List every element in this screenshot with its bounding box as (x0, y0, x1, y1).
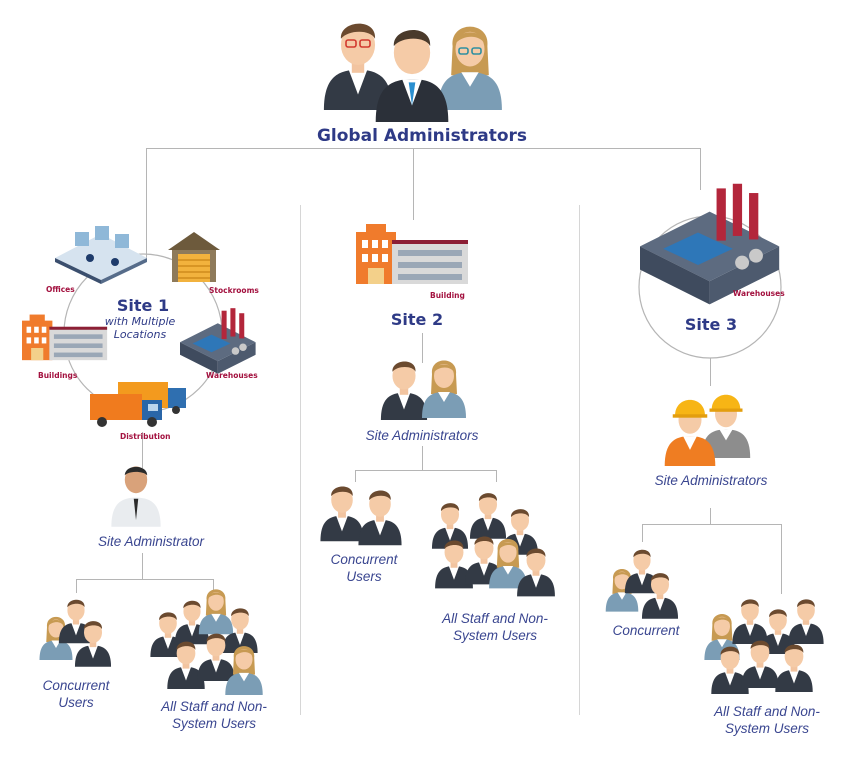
distribution-trucks-icon (90, 382, 186, 427)
site2-location-label: Building (430, 291, 465, 300)
site2-concurrent-users-icon (320, 486, 402, 546)
location-label-warehouses: Warehouses (206, 371, 258, 380)
site3-branch-left (642, 524, 643, 542)
site1-title: Site 1 (116, 296, 170, 315)
stockrooms-icon (168, 232, 220, 282)
global-connector-h (146, 148, 700, 149)
site3-warehouses-icon (640, 183, 780, 305)
global-administrators-title: Global Administrators (316, 126, 528, 146)
site2-branch-v (422, 446, 423, 470)
buildings-icon (22, 314, 108, 361)
site3-all-staff-label: All Staff and Non-System Users (714, 704, 820, 736)
site2-title: Site 2 (390, 310, 444, 329)
global-connector-site3 (700, 148, 701, 190)
site3-administrators-label: Site Administrators (654, 473, 768, 488)
offices-icon (55, 226, 147, 284)
global-administrators-illustration (323, 23, 502, 122)
site1-concurrent-users-label: Concurrent Users (42, 678, 110, 710)
location-label-distribution: Distribution (120, 432, 171, 441)
global-connector-site2 (413, 148, 414, 220)
site2-admin-connector (422, 333, 423, 363)
site2-all-staff-icon (431, 493, 555, 597)
site3-branch-h (642, 524, 782, 525)
site3-concurrent-label: Concurrent (612, 623, 680, 638)
site1-administrator-icon (111, 466, 161, 527)
site1-branch-v (142, 553, 143, 579)
site3-admin-connector (710, 358, 711, 386)
site1-all-staff-icon (150, 589, 263, 695)
site1-concurrent-users-icon (39, 599, 112, 667)
column-divider-1 (300, 205, 301, 715)
site3-location-label: Warehouses (733, 289, 785, 298)
site3-branch-right (781, 524, 782, 594)
column-divider-2 (579, 205, 580, 715)
site3-administrators-icon (664, 394, 751, 466)
location-label-offices: Offices (46, 285, 75, 294)
site1-branch-h (76, 579, 214, 580)
site3-title: Site 3 (684, 315, 738, 334)
global-connector-site1 (146, 148, 147, 258)
site1-subtitle: with Multiple Locations (104, 315, 176, 341)
site2-branch-right (496, 470, 497, 482)
site3-concurrent-users-icon (605, 549, 679, 619)
site2-branch-h (355, 470, 497, 471)
site2-building-icon (356, 224, 468, 284)
site1-administrator-label: Site Administrator (97, 534, 205, 549)
site3-all-staff-icon (704, 599, 824, 694)
site1-all-staff-label: All Staff and Non-System Users (161, 699, 267, 731)
site1-branch-right (213, 579, 214, 593)
location-label-buildings: Buildings (38, 371, 78, 380)
site1-admin-connector (142, 432, 143, 468)
site2-administrators-icon (380, 360, 466, 420)
site2-administrators-label: Site Administrators (365, 428, 479, 443)
site2-all-staff-label: All Staff and Non-System Users (442, 611, 548, 643)
site2-branch-left (355, 470, 356, 482)
location-label-stockrooms: Stockrooms (209, 286, 259, 295)
warehouses-icon (180, 308, 256, 374)
site1-branch-left (76, 579, 77, 593)
site3-branch-v (710, 508, 711, 524)
site2-concurrent-users-label: Concurrent Users (330, 552, 398, 584)
